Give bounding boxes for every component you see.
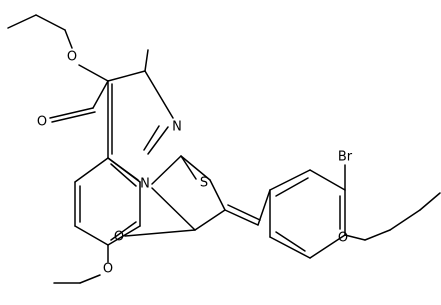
bond-line [78,64,109,82]
atom-br: Br [338,150,353,165]
bond-line [180,155,211,181]
bond-line [275,231,306,252]
bond-lines [7,14,441,284]
atom-s-thiazole: S [200,176,208,191]
atom-o-ethoxy: O [103,262,113,277]
bond-line [151,155,182,185]
atom-o-lactam: O [114,230,124,245]
atom-o-ester-carbonyl: O [37,115,47,130]
atom-n-imine: N [172,120,182,135]
bond-line [79,274,101,284]
bond-line [7,14,37,29]
bond-line [180,155,197,180]
bond-line [144,49,149,72]
bond-line [227,204,261,221]
bond-line [107,225,141,246]
bond-line [209,179,226,211]
bond-line [309,234,346,259]
bond-line [344,234,366,241]
bond-line [147,126,169,155]
bond-line [74,225,109,246]
bond-line [49,107,94,119]
bond-line [107,157,141,183]
atom-n-ring: N [140,177,150,192]
bond-line [64,29,73,49]
bond-line [51,111,96,123]
bond-line [143,125,160,151]
atom-o-ester-ether: O [67,50,77,65]
bond-line [275,177,309,197]
bond-line [257,189,271,226]
bond-line [110,163,137,187]
bond-line [92,80,109,109]
bond-line [74,157,109,183]
bond-line [35,14,66,31]
bond-line [124,229,196,237]
bond-line [269,236,311,259]
bond-line [224,209,259,226]
bond-line [269,169,311,191]
bond-line [419,192,441,211]
atom-o-allyloxy: O [338,231,348,246]
bond-line [364,229,391,241]
bond-line [194,209,226,231]
atom-labels: O O N N S O Br O O [37,50,353,277]
bond-line [309,169,346,191]
bond-line [389,209,421,231]
bond-line [144,70,174,119]
bond-line [110,221,137,241]
bond-line [107,70,146,82]
bond-line [151,187,196,231]
